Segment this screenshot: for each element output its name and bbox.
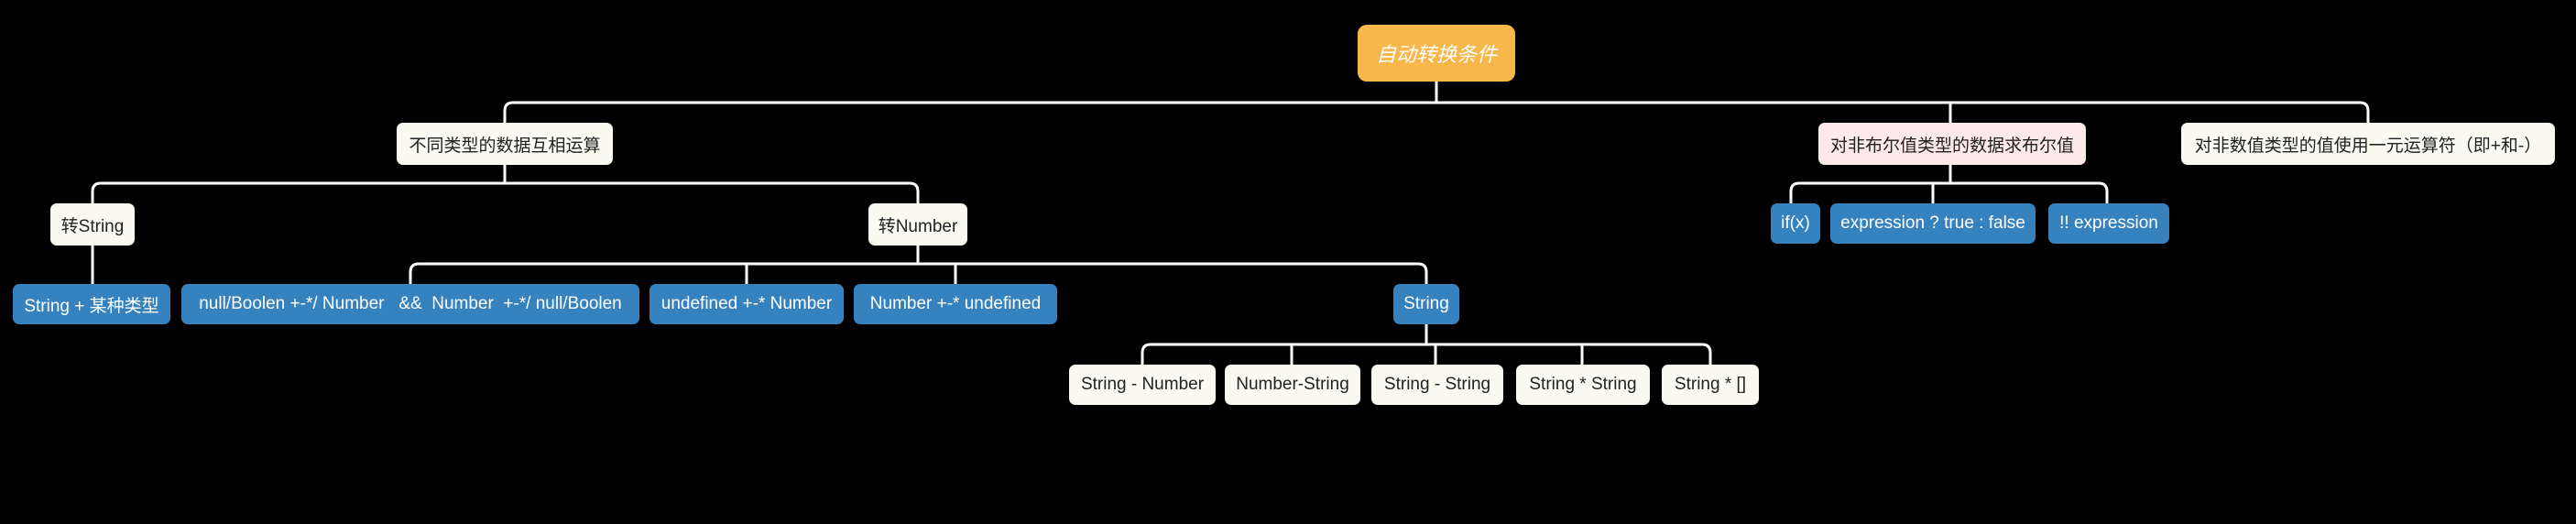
node-string-minus-number[interactable]: String - Number (1069, 365, 1216, 405)
node-to-number[interactable]: 转Number (868, 203, 967, 246)
node-if-x[interactable]: if(x) (1771, 203, 1820, 244)
root-node[interactable]: 自动转换条件 (1358, 25, 1515, 82)
node-null-boolean-number[interactable]: null/Boolen +-*/ Number && Number +-*/ n… (181, 284, 639, 324)
node-to-boolean[interactable]: 对非布尔值类型的数据求布尔值 (1818, 123, 2086, 165)
node-string[interactable]: String (1393, 284, 1459, 324)
node-double-negation[interactable]: !! expression (2048, 203, 2169, 244)
node-to-string[interactable]: 转String (50, 203, 135, 246)
node-string-plus-any[interactable]: String + 某种类型 (13, 284, 170, 324)
node-label: 对非数值类型的值使用一元运算符（即+和-） (2194, 136, 2542, 156)
node-label: 不同类型的数据互相运算 (409, 136, 601, 156)
node-string-times-array[interactable]: String * [] (1662, 365, 1759, 405)
node-label: null/Boolen +-*/ Number && Number +-*/ n… (199, 294, 622, 313)
node-string-minus-string[interactable]: String - String (1371, 365, 1503, 405)
node-label: String * [] (1674, 375, 1747, 394)
node-label: String - Number (1080, 375, 1205, 394)
node-number-undefined[interactable]: Number +-* undefined (854, 284, 1057, 324)
node-label: String - String (1383, 375, 1491, 394)
node-label: if(x) (1781, 213, 1810, 233)
node-string-times-string[interactable]: String * String (1516, 365, 1650, 405)
node-label: Number-String (1236, 375, 1349, 394)
node-undefined-number[interactable]: undefined +-* Number (649, 284, 844, 324)
node-label: undefined +-* Number (660, 294, 833, 313)
node-label: String * String (1529, 375, 1637, 394)
node-unary-operator[interactable]: 对非数值类型的值使用一元运算符（即+和-） (2181, 123, 2555, 165)
node-mixed-type-ops[interactable]: 不同类型的数据互相运算 (397, 123, 613, 165)
node-number-minus-string[interactable]: Number-String (1225, 365, 1360, 405)
node-label: String + 某种类型 (24, 296, 159, 316)
node-label: !! expression (2059, 213, 2158, 233)
node-label: 转String (60, 216, 125, 236)
node-label: String (1403, 294, 1449, 313)
root-node-label: 自动转换条件 (1375, 43, 1497, 66)
node-ternary-expression[interactable]: expression ? true : false (1830, 203, 2036, 244)
node-label: 转Number (878, 216, 958, 236)
node-label: 对非布尔值类型的数据求布尔值 (1829, 136, 2074, 156)
node-label: expression ? true : false (1840, 213, 2025, 233)
node-label: Number +-* undefined (869, 294, 1042, 313)
